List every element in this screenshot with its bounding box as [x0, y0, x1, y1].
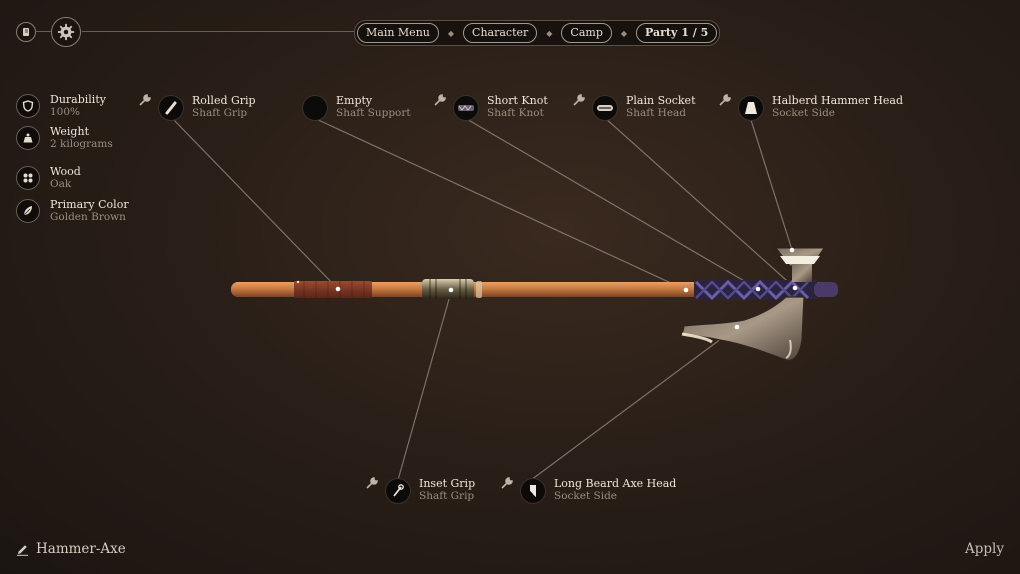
stat-title: Wood [50, 165, 81, 178]
menu-toggle-button[interactable] [16, 22, 36, 42]
nav-separator: ◆ [447, 28, 455, 38]
weapon-name: Hammer-Axe [36, 541, 126, 557]
part-name: Halberd Hammer Head [772, 94, 903, 107]
part-slot: Shaft Head [626, 107, 687, 119]
weight-icon [16, 126, 40, 150]
long-beard-axe-head [681, 296, 805, 361]
plain-socket-icon [592, 95, 618, 121]
part-name: Short Knot [487, 94, 548, 107]
part-slot: Shaft Grip [419, 490, 475, 502]
stat-title: Weight [50, 125, 89, 138]
part-name: Empty [336, 94, 373, 107]
wrench-icon[interactable] [365, 476, 379, 490]
stat-value: Oak [50, 178, 72, 190]
stat-value: 2 kilograms [50, 138, 113, 150]
inset-grip-icon [385, 478, 411, 504]
halberd-hammer-head [774, 247, 825, 282]
part-slot: Socket Side [772, 107, 836, 119]
journal-icon [23, 28, 29, 36]
shield-icon [16, 94, 40, 118]
nav-separator: ◆ [620, 28, 628, 38]
short-knot [694, 279, 838, 301]
material-icon [16, 166, 40, 190]
part-name: Rolled Grip [192, 94, 256, 107]
gear-icon [57, 23, 75, 41]
nav-party[interactable]: Party 1 / 5 [636, 23, 718, 43]
wrench-icon[interactable] [718, 93, 732, 107]
short-knot-icon [453, 95, 479, 121]
pencil-icon [17, 544, 28, 556]
wrench-icon[interactable] [433, 93, 447, 107]
connector-lines [171, 117, 796, 481]
part-name: Long Beard Axe Head [554, 477, 677, 490]
weapon-name-field[interactable]: Hammer-Axe [16, 541, 126, 557]
part-name: Inset Grip [419, 477, 476, 490]
stat-value: Golden Brown [50, 211, 126, 223]
rolled-grip-icon [158, 95, 184, 121]
wrench-icon[interactable] [500, 476, 514, 490]
top-navigation: Main Menu ◆ Character ◆ Camp ◆ Party 1 /… [354, 20, 721, 46]
settings-button[interactable] [51, 17, 81, 47]
stat-title: Durability [50, 93, 106, 106]
feather-icon [16, 199, 40, 223]
part-slot: Socket Side [554, 490, 618, 502]
wrench-icon[interactable] [138, 93, 152, 107]
part-slot: Shaft Grip [192, 107, 248, 119]
nav-separator: ◆ [546, 28, 553, 38]
axe-shaft [231, 282, 837, 297]
nav-character[interactable]: Character [463, 23, 538, 43]
wrench-icon[interactable] [572, 93, 586, 107]
hammer-head-icon [738, 95, 764, 121]
part-slot: Shaft Knot [487, 107, 544, 119]
rolled-grip [294, 281, 372, 298]
axe-head-icon [520, 478, 546, 504]
nav-camp[interactable]: Camp [561, 23, 612, 43]
part-slot: Shaft Support [336, 107, 411, 119]
stat-title: Primary Color [50, 198, 129, 211]
nav-main-menu[interactable]: Main Menu [357, 23, 439, 43]
apply-button[interactable]: Apply [965, 541, 1004, 557]
stat-value: 100% [50, 106, 81, 118]
inset-grip [422, 279, 474, 299]
empty-slot-icon [302, 95, 328, 121]
top-divider [82, 31, 354, 32]
part-name: Plain Socket [626, 94, 696, 107]
